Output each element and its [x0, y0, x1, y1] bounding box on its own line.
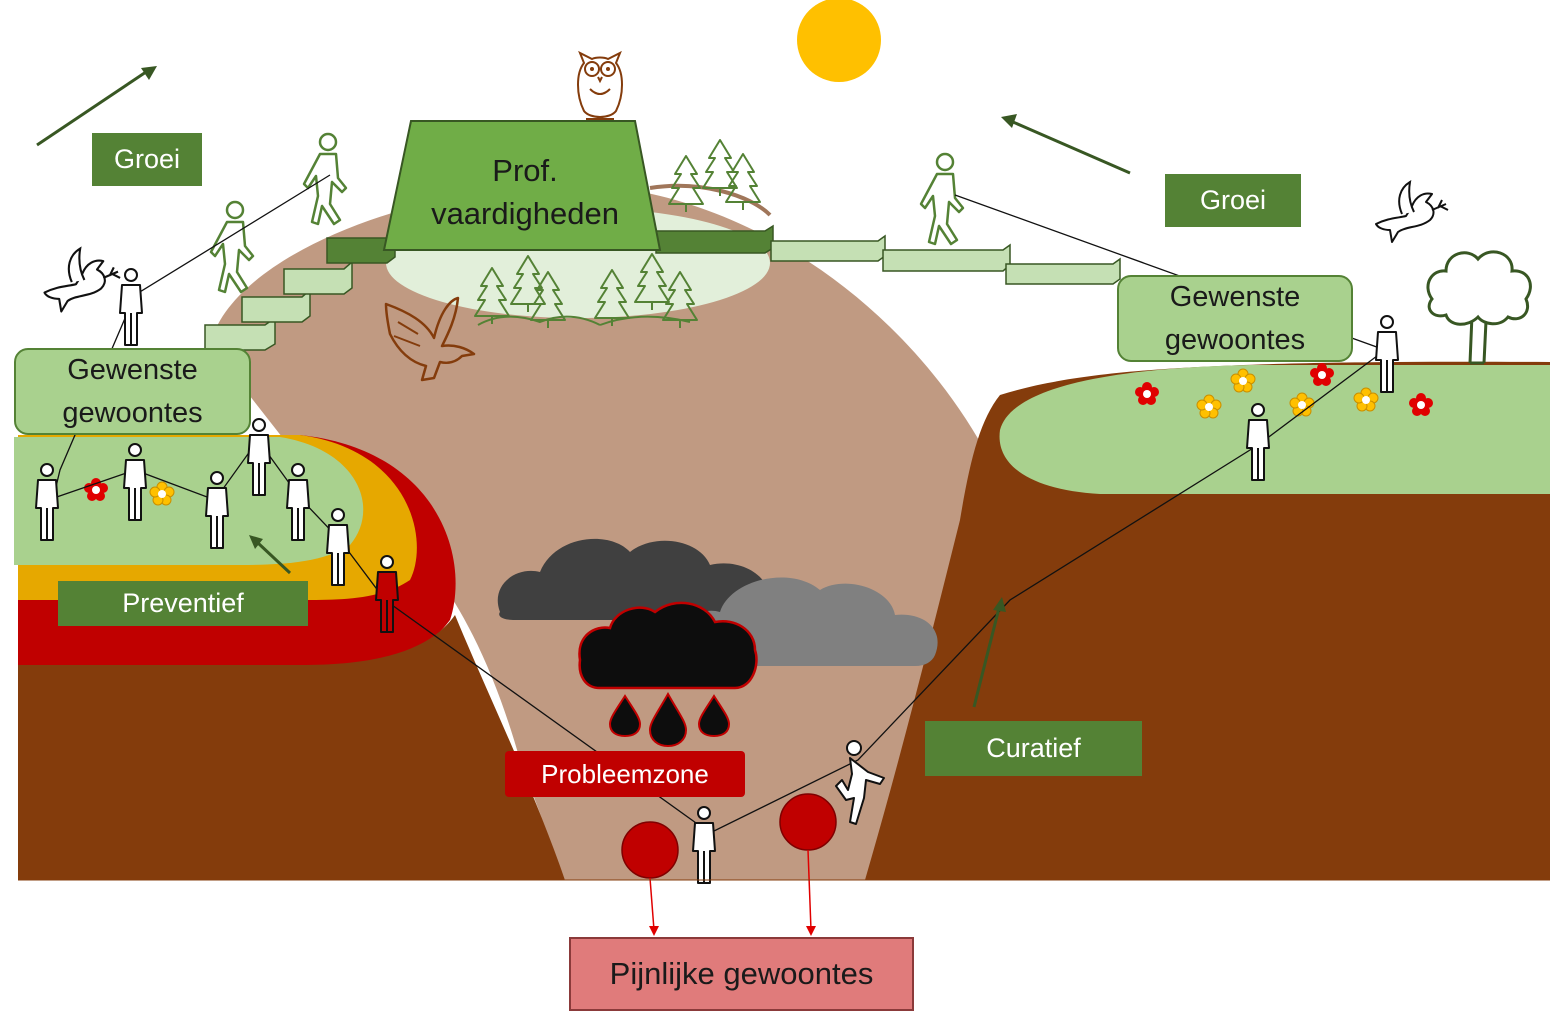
- gewenste-right-line2: gewoontes: [1164, 323, 1306, 356]
- probleemzone-label: Probleemzone: [505, 751, 745, 797]
- central-hill: [210, 184, 990, 881]
- prof-cap: [382, 120, 662, 251]
- left-cliff: [18, 615, 565, 880]
- pijnlijke-gewoontes-label: Pijnlijke gewoontes: [569, 937, 914, 1011]
- curatief-label: Curatief: [925, 721, 1142, 776]
- sun-icon: [797, 0, 881, 82]
- preventief-label: Preventief: [58, 581, 308, 626]
- pain-balls: [621, 793, 837, 936]
- right-steps: [655, 224, 1121, 285]
- eagle-icon: [384, 296, 476, 382]
- dove-icon: [43, 247, 122, 313]
- prof-line2: vaardigheden: [431, 196, 619, 231]
- right-meadow: [999, 365, 1550, 494]
- groei-label-right: Groei: [1165, 174, 1301, 227]
- pine-tree-icon: [474, 139, 761, 329]
- tree-icon: [1426, 250, 1532, 365]
- dove-icon: [1375, 181, 1449, 243]
- groei-label-left: Groei: [92, 133, 202, 186]
- gewenste-left-line1: Gewenste: [67, 354, 198, 387]
- prof-line1: Prof.: [492, 152, 558, 188]
- raindrop-icon: [608, 691, 731, 748]
- gewenste-gewoontes-right: Gewenste gewoontes: [1117, 275, 1353, 362]
- gewenste-left-line2: gewoontes: [62, 396, 203, 429]
- climber-icon: [835, 740, 885, 825]
- gewenste-right-line1: Gewenste: [1169, 281, 1301, 314]
- owl-icon: [577, 50, 623, 120]
- gewenste-gewoontes-left: Gewenste gewoontes: [14, 348, 251, 435]
- cloud-icon: [497, 538, 938, 690]
- arrow-icon: [36, 66, 1131, 708]
- prof-vaardigheden-label: Prof. vaardigheden: [431, 148, 619, 236]
- left-green-layer: [14, 437, 364, 565]
